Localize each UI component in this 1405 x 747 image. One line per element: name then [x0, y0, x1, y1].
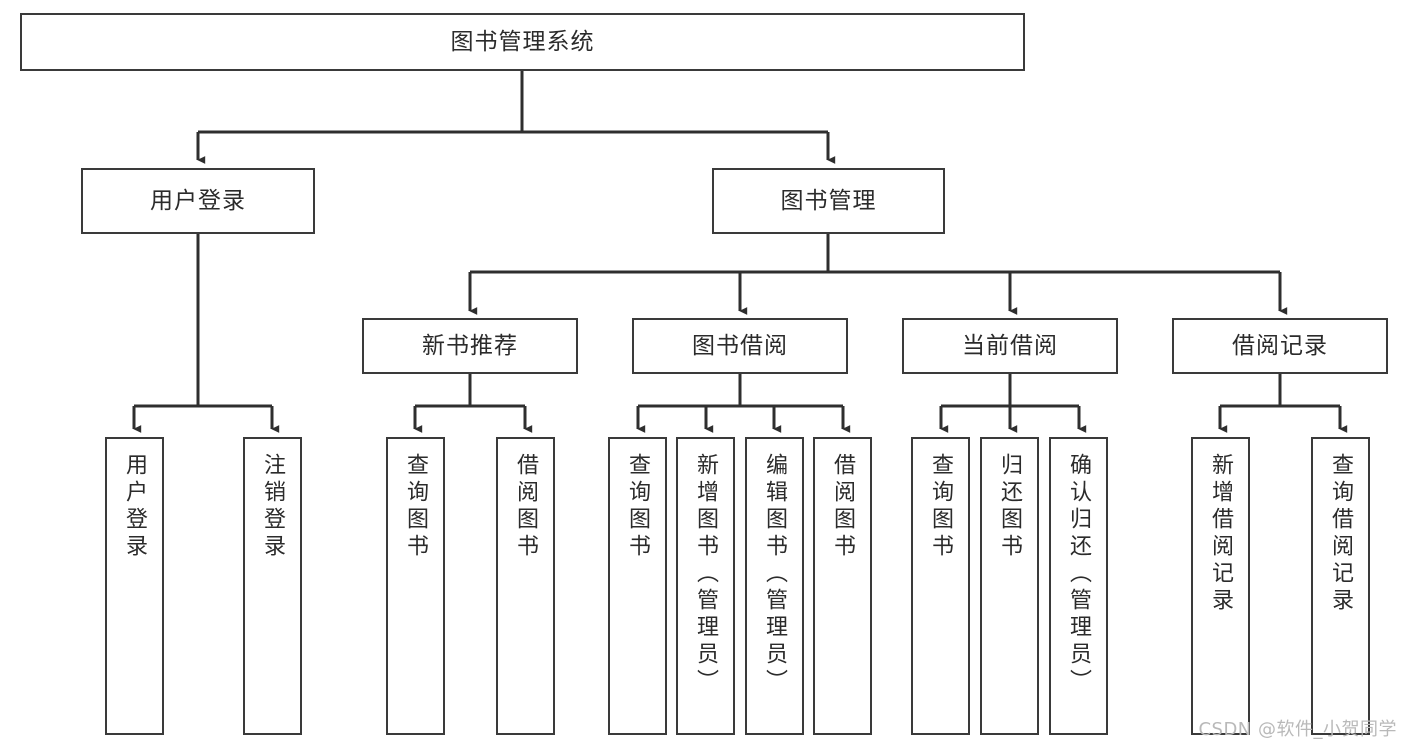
- leaf-confirm-return[interactable]: 确认归还（管理员）: [1049, 437, 1108, 735]
- leaf-query-book-1-label: 查询图书: [403, 453, 429, 561]
- node-user-login-label: 用户登录: [150, 187, 246, 214]
- leaf-edit-book-label: 编辑图书（管理员）: [762, 453, 788, 696]
- leaf-query-book-2[interactable]: 查询图书: [608, 437, 667, 735]
- leaf-query-record-label: 查询借阅记录: [1328, 453, 1354, 615]
- leaf-return-book-label: 归还图书: [997, 453, 1023, 561]
- leaf-query-book-1[interactable]: 查询图书: [386, 437, 445, 735]
- leaf-query-book-3-label: 查询图书: [928, 453, 954, 561]
- node-book-manage-label: 图书管理: [780, 187, 877, 214]
- leaf-add-record[interactable]: 新增借阅记录: [1191, 437, 1250, 735]
- leaf-logout-login-label: 注销登录: [260, 453, 286, 561]
- leaf-return-book[interactable]: 归还图书: [980, 437, 1039, 735]
- leaf-query-book-2-label: 查询图书: [625, 453, 651, 561]
- leaf-user-login[interactable]: 用户登录: [105, 437, 164, 735]
- node-root[interactable]: 图书管理系统: [20, 13, 1025, 71]
- node-current-borrow[interactable]: 当前借阅: [902, 318, 1118, 374]
- node-borrow-record[interactable]: 借阅记录: [1172, 318, 1388, 374]
- leaf-confirm-return-label: 确认归还（管理员）: [1066, 453, 1092, 696]
- leaf-user-login-label: 用户登录: [122, 453, 148, 561]
- leaf-add-record-label: 新增借阅记录: [1208, 453, 1234, 615]
- node-current-borrow-label: 当前借阅: [962, 332, 1058, 359]
- node-book-borrow[interactable]: 图书借阅: [632, 318, 848, 374]
- leaf-borrow-book-2[interactable]: 借阅图书: [813, 437, 872, 735]
- leaf-borrow-book-2-label: 借阅图书: [830, 453, 856, 561]
- watermark: CSDN @软件_小贺同学: [1198, 719, 1397, 740]
- leaf-borrow-book-1-label: 借阅图书: [513, 453, 539, 561]
- node-new-book-rec[interactable]: 新书推荐: [362, 318, 578, 374]
- leaf-edit-book[interactable]: 编辑图书（管理员）: [745, 437, 804, 735]
- leaf-borrow-book-1[interactable]: 借阅图书: [496, 437, 555, 735]
- leaf-add-book-label: 新增图书（管理员）: [693, 453, 719, 696]
- leaf-logout-login[interactable]: 注销登录: [243, 437, 302, 735]
- leaf-query-book-3[interactable]: 查询图书: [911, 437, 970, 735]
- leaf-add-book[interactable]: 新增图书（管理员）: [676, 437, 735, 735]
- node-new-book-rec-label: 新书推荐: [422, 332, 518, 359]
- node-root-label: 图书管理系统: [450, 28, 595, 55]
- node-borrow-record-label: 借阅记录: [1232, 332, 1328, 359]
- node-book-manage[interactable]: 图书管理: [712, 168, 945, 234]
- node-book-borrow-label: 图书借阅: [692, 332, 788, 359]
- leaf-query-record[interactable]: 查询借阅记录: [1311, 437, 1370, 735]
- node-user-login[interactable]: 用户登录: [81, 168, 315, 234]
